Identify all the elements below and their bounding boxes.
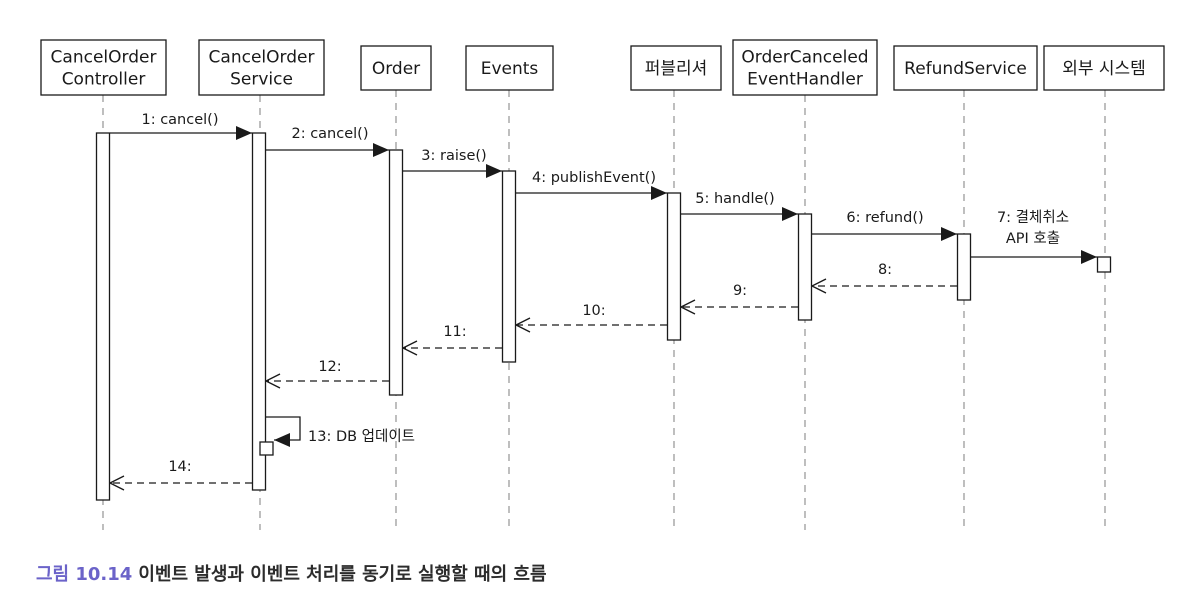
participant-external: 외부 시스템 — [1043, 45, 1165, 91]
activation-service — [251, 132, 267, 491]
figure-caption-text: 이벤트 발생과 이벤트 처리를 동기로 실행할 때의 흐름 — [138, 564, 547, 585]
message-10-label: 10: — [582, 303, 605, 319]
participant-publisher: 퍼블리셔 — [630, 45, 722, 91]
message-6-label: 6: refund() — [846, 210, 923, 226]
activation-refund — [956, 233, 972, 301]
participant-box-controller — [40, 39, 167, 96]
participant-box-publisher — [630, 45, 722, 91]
activation-external — [1096, 256, 1112, 273]
participant-label-refund: RefundService — [904, 59, 1027, 79]
participant-order: Order — [360, 45, 432, 91]
message-2-label: 2: cancel() — [291, 126, 368, 142]
message-3-label: 3: raise() — [421, 148, 486, 164]
activation-service-self — [259, 441, 274, 456]
message-7-label: 7: 결체취소 — [997, 209, 1069, 226]
activation-publisher — [666, 192, 682, 341]
sequence-diagram: 1: cancel() 2: cancel() 3: raise() 4: publi… — [40, 39, 1165, 530]
participant-label-controller: Controller — [62, 70, 146, 90]
participant-box-order — [360, 45, 432, 91]
participant-label-service: CancelOrder — [209, 48, 315, 68]
message-11-label: 11: — [443, 324, 466, 340]
message-8-label: 8: — [878, 262, 892, 278]
message-13-label: 13: DB 업데이트 — [308, 428, 415, 445]
participant-label-service: Service — [230, 70, 293, 90]
figure-number: 그림 10.14 — [36, 564, 133, 585]
message-4-label: 4: publishEvent() — [532, 170, 656, 186]
message-14-label: 14: — [168, 459, 191, 475]
activation-events — [501, 170, 517, 363]
activation-handler — [797, 213, 813, 321]
message-7-label: API 호출 — [1006, 230, 1060, 247]
message-9-label: 9: — [733, 283, 747, 299]
activation-order — [388, 149, 404, 396]
participant-label-publisher: 퍼블리셔 — [645, 59, 708, 79]
participant-label-events: Events — [481, 59, 539, 79]
participant-label-handler: OrderCanceled — [741, 48, 868, 68]
participant-box-handler — [732, 39, 878, 96]
message-12-label: 12: — [318, 359, 341, 375]
participant-refund: RefundService — [893, 45, 1038, 91]
participant-box-external — [1043, 45, 1165, 91]
message-5-label: 5: handle() — [695, 191, 774, 207]
participant-box-service — [198, 39, 325, 96]
message-1-label: 1: cancel() — [141, 112, 218, 128]
participant-label-handler: EventHandler — [747, 70, 863, 90]
message-13-arrow — [266, 416, 301, 447]
participant-box-refund — [893, 45, 1038, 91]
participant-label-order: Order — [372, 59, 420, 79]
activation-controller — [95, 132, 111, 501]
participant-events: Events — [465, 45, 554, 91]
participant-label-external: 외부 시스템 — [1062, 59, 1146, 79]
participant-label-controller: CancelOrder — [51, 48, 157, 68]
participant-box-events — [465, 45, 554, 91]
